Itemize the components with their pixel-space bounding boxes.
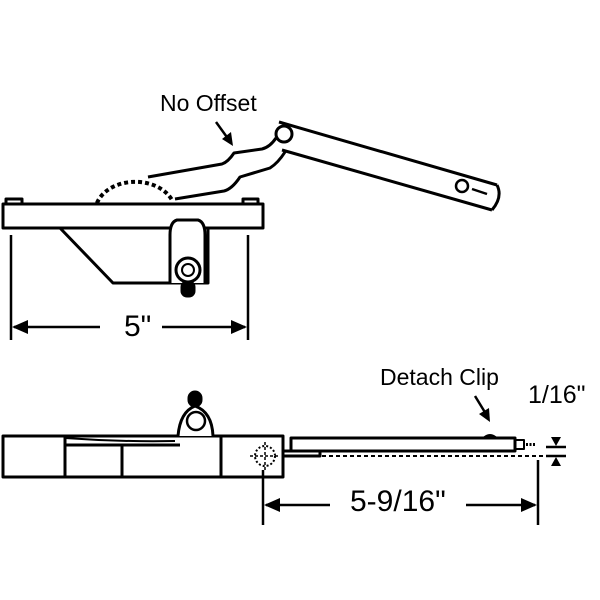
crank-spline-inner — [181, 263, 195, 277]
gap-ticks — [546, 445, 566, 458]
arm-upper-edge — [147, 137, 278, 179]
side-dividers — [63, 436, 223, 477]
gap-arrow-up-icon — [551, 457, 561, 466]
operator-top-view — [1, 120, 501, 340]
side-arm — [289, 436, 517, 453]
arm-end-block — [514, 439, 525, 450]
gear-teeth — [95, 179, 174, 204]
crank-spline — [174, 256, 202, 284]
gap-dimension-label: 1/16" — [528, 381, 586, 409]
gap-arrow-down-icon — [551, 437, 561, 446]
no-offset-label: No Offset — [160, 90, 257, 116]
arrow-left-icon — [12, 320, 28, 334]
side-crank-spline — [185, 410, 207, 432]
side-taper — [64, 437, 176, 443]
no-offset-arrowhead-icon — [222, 132, 233, 146]
side-arm-lower — [281, 449, 322, 458]
side-clutch-housing — [176, 404, 215, 437]
long-arm — [278, 120, 501, 212]
pivot-joint — [274, 124, 294, 144]
detach-clip-arrowhead-icon — [479, 408, 490, 422]
operator-side-view — [1, 390, 566, 525]
mount-tab-right — [241, 197, 260, 206]
arm-screw — [454, 178, 470, 194]
pivot-centerline — [250, 442, 280, 470]
detach-clip — [482, 434, 498, 438]
length-dimension-label: 5-9/16" — [350, 485, 446, 518]
detach-clip-label: Detach Clip — [380, 364, 499, 390]
crank-shaft — [180, 280, 196, 298]
arm-slot — [471, 187, 488, 196]
arrow-left-icon — [264, 498, 280, 512]
arrow-right-icon — [521, 498, 537, 512]
arm-lower-edge — [174, 151, 287, 201]
arrow-right-icon — [231, 320, 247, 334]
gear-housing — [58, 226, 210, 285]
width-dimension-label: 5" — [124, 310, 152, 343]
base-plate — [1, 202, 265, 230]
side-crank-shaft — [187, 390, 203, 408]
mount-tab-left — [4, 197, 24, 206]
